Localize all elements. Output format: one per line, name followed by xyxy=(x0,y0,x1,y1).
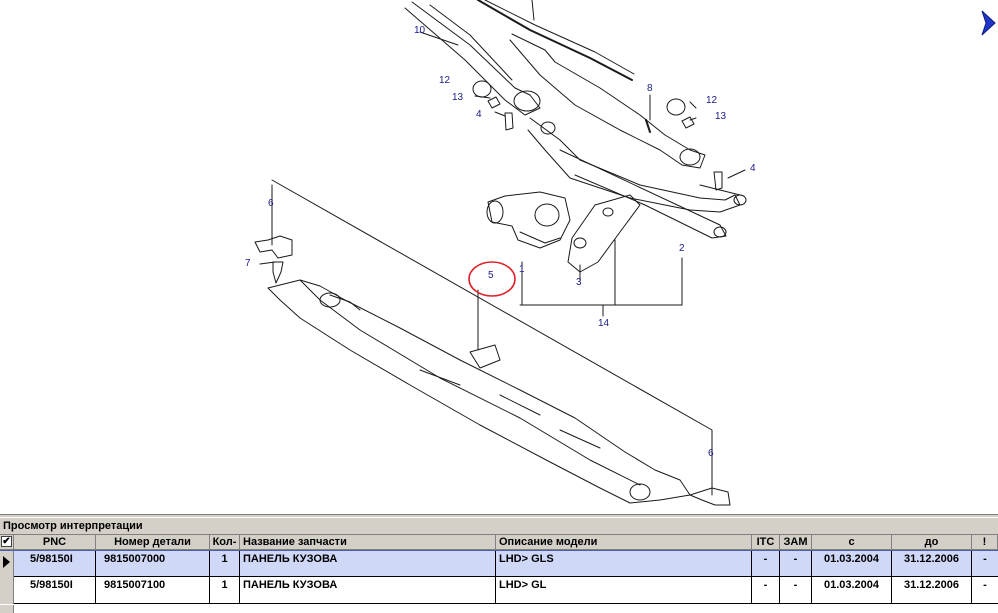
col-header-part-number[interactable]: Номер детали xyxy=(96,535,210,550)
wiper-linkage-drawing xyxy=(254,0,747,506)
cell-to: 31.12.2006 xyxy=(892,577,972,604)
col-header-flag[interactable]: ! xyxy=(972,535,998,550)
cell-pnc: 5/98150I xyxy=(14,551,96,578)
callout-4[interactable]: 4 xyxy=(750,163,756,174)
callout-6[interactable]: 6 xyxy=(268,198,274,209)
cell-model-desc: LHD> GL xyxy=(496,577,752,604)
callout-13[interactable]: 13 xyxy=(452,92,464,103)
table-row[interactable]: 5/98150I 9815007000 1 ПАНЕЛЬ КУЗОВА LHD>… xyxy=(0,550,998,578)
col-header-from[interactable]: с xyxy=(812,535,892,550)
next-page-arrow-icon[interactable] xyxy=(978,8,998,38)
callout-8[interactable]: 8 xyxy=(647,83,653,94)
cell-part-number: 9815007100 xyxy=(96,577,210,604)
cell-part-number: 9815007000 xyxy=(96,551,210,578)
panel-title: Просмотр интерпретации xyxy=(3,520,143,532)
table-row[interactable]: 5/98150I 9815007100 1 ПАНЕЛЬ КУЗОВА LHD>… xyxy=(0,577,998,604)
cell-zam: - xyxy=(780,577,812,604)
check-all-checkbox[interactable]: ✔ xyxy=(1,536,12,547)
cell-flag: - xyxy=(983,579,987,591)
current-row-arrow-icon xyxy=(3,556,10,568)
callout-12[interactable]: 12 xyxy=(706,95,718,106)
parts-diagram: 10 12 13 4 8 12 13 4 6 7 5 1 3 2 14 6 xyxy=(245,0,998,506)
col-header-model-desc[interactable]: Описание модели xyxy=(496,535,752,550)
callout-7[interactable]: 7 xyxy=(245,258,251,269)
cell-from: 01.03.2004 xyxy=(812,551,892,578)
cell-qty: 1 xyxy=(210,551,240,578)
col-header-zam[interactable]: ЗАМ xyxy=(780,535,812,550)
col-header-qty[interactable]: Кол- xyxy=(210,535,240,550)
col-header-to[interactable]: до xyxy=(892,535,972,550)
callout-5[interactable]: 5 xyxy=(488,270,494,281)
col-header-itc[interactable]: ITC xyxy=(752,535,780,550)
row-selector[interactable] xyxy=(0,577,14,604)
callout-4[interactable]: 4 xyxy=(476,109,482,120)
cell-qty: 1 xyxy=(210,577,240,604)
col-header-part-name[interactable]: Название запчасти xyxy=(240,535,496,550)
callout-13[interactable]: 13 xyxy=(715,111,727,122)
cell-model-desc: LHD> GLS xyxy=(496,551,752,578)
cell-flag: - xyxy=(983,553,987,565)
highlight-ring xyxy=(468,261,516,297)
callout-2[interactable]: 2 xyxy=(679,243,685,254)
callout-3[interactable]: 3 xyxy=(576,277,582,288)
col-header-pnc[interactable]: PNC xyxy=(14,535,96,550)
callout-10[interactable]: 10 xyxy=(414,25,426,36)
panel-title-bar: Просмотр интерпретации xyxy=(0,518,998,535)
interpretation-panel: Просмотр интерпретации ✔ PNC Номер детал… xyxy=(0,518,998,613)
parts-table: ✔ PNC Номер детали Кол- Название запчаст… xyxy=(0,535,998,613)
cell-part-name: ПАНЕЛЬ КУЗОВА xyxy=(240,577,496,604)
callout-1[interactable]: 1 xyxy=(519,264,525,275)
cell-part-name: ПАНЕЛЬ КУЗОВА xyxy=(240,551,496,578)
row-selector[interactable] xyxy=(0,551,14,578)
callout-12[interactable]: 12 xyxy=(439,75,451,86)
splitter[interactable] xyxy=(0,514,998,518)
cell-pnc: 5/98150I xyxy=(14,577,96,604)
cell-itc: - xyxy=(752,551,780,578)
col-header-check[interactable]: ✔ xyxy=(0,535,14,550)
callout-14[interactable]: 14 xyxy=(598,318,610,329)
cell-to: 31.12.2006 xyxy=(892,551,972,578)
callout-6[interactable]: 6 xyxy=(708,448,714,459)
row-header-filler xyxy=(0,605,14,613)
cell-zam: - xyxy=(780,551,812,578)
cell-from: 01.03.2004 xyxy=(812,577,892,604)
cell-itc: - xyxy=(752,577,780,604)
